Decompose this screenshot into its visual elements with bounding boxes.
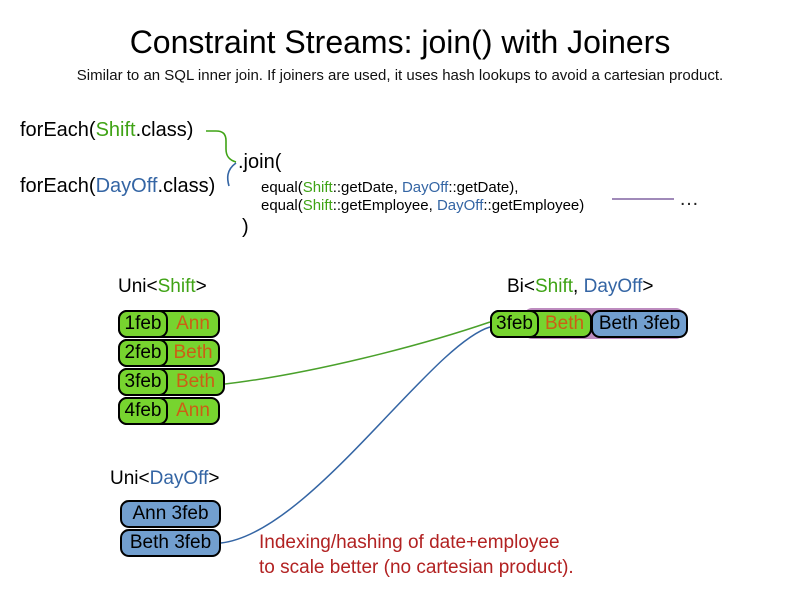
indexing-note: Indexing/hashing of date+employee to sca… [259, 530, 574, 580]
code-joiner-equal-employee: equal(Shift::getEmployee, DayOff::getEmp… [261, 197, 584, 215]
code-foreach-shift: forEach(Shift.class) [20, 119, 193, 142]
label-part: Uni< [118, 276, 158, 297]
table-row: 2feb Beth [118, 339, 220, 367]
label-part: > [208, 468, 220, 489]
indexing-note-line1: Indexing/hashing of date+employee [259, 532, 560, 553]
code-token-shift: Shift [95, 119, 136, 141]
row-date-cell: 4feb [118, 397, 168, 425]
table-row: Beth 3feb [120, 529, 221, 557]
bi-dayoff-part: Beth 3feb [591, 310, 688, 338]
code-token-dayoff: DayOff [436, 197, 484, 214]
row-employee-cell: Beth [544, 313, 585, 334]
brace-bottom-blue [226, 162, 237, 187]
label-part: > [195, 276, 207, 297]
row-date-cell: 3feb [490, 310, 539, 338]
page-subtitle: Similar to an SQL inner join. If joiners… [76, 67, 724, 84]
code-token-shift: Shift [302, 179, 333, 196]
label-part: > [642, 276, 654, 297]
indexing-note-line2: to scale better (no cartesian product). [259, 557, 574, 578]
page-title: Constraint Streams: join() with Joiners [129, 24, 671, 60]
row-date-cell: 3feb [118, 368, 168, 396]
row-employee-cell: Ann [176, 400, 210, 421]
code-token-dayoff: DayOff [401, 179, 449, 196]
row-date-cell: 2feb [118, 339, 168, 367]
label-part: Uni< [110, 468, 150, 489]
code-join-open: .join( [238, 151, 282, 173]
uni-dayoff-label: Uni<DayOff> [110, 468, 220, 490]
code-token: forEach( [20, 119, 96, 141]
label-part-dayoff: DayOff [583, 276, 643, 297]
code-joiner-equal-date: equal(Shift::getDate, DayOff::getDate), [261, 179, 518, 197]
table-row: 3feb Beth [118, 368, 225, 396]
code-token: equal( [261, 197, 303, 214]
brace-top-green [206, 130, 237, 163]
table-row: 1feb Ann [118, 310, 220, 338]
bi-shift-part: 3feb Beth [490, 310, 592, 338]
dayoff-to-bi-connector-line [220, 326, 491, 544]
bi-label: Bi<Shift, DayOff> [507, 276, 653, 298]
row-employee-cell: Beth [173, 342, 213, 363]
uni-shift-label: Uni<Shift> [118, 276, 207, 298]
code-foreach-dayoff: forEach(DayOff.class) [20, 175, 215, 198]
code-join-close: ) [242, 216, 249, 238]
table-row: Ann 3feb [120, 500, 221, 528]
row-employee-cell: Beth [175, 371, 216, 392]
shift-to-bi-connector-line [224, 321, 491, 385]
code-token: ::getEmployee) [483, 197, 585, 214]
code-token-dayoff: DayOff [95, 175, 158, 197]
label-part: Bi< [507, 276, 535, 297]
code-token: equal( [261, 179, 303, 196]
label-part: , [573, 276, 584, 297]
code-token-shift: Shift [302, 197, 333, 214]
row-date-cell: 1feb [118, 310, 168, 338]
label-part-shift: Shift [157, 276, 196, 297]
label-part-dayoff: DayOff [149, 468, 209, 489]
code-token: ::getDate), [448, 179, 519, 196]
continuation-ellipsis: … [679, 188, 700, 210]
code-token: .class) [157, 175, 216, 197]
label-part-shift: Shift [535, 276, 574, 297]
code-token: forEach( [20, 175, 96, 197]
code-token: .class) [135, 119, 194, 141]
code-token: ::getDate, [332, 179, 402, 196]
row-employee-cell: Ann [176, 313, 210, 334]
table-row: 4feb Ann [118, 397, 220, 425]
code-token: ::getEmployee, [332, 197, 437, 214]
